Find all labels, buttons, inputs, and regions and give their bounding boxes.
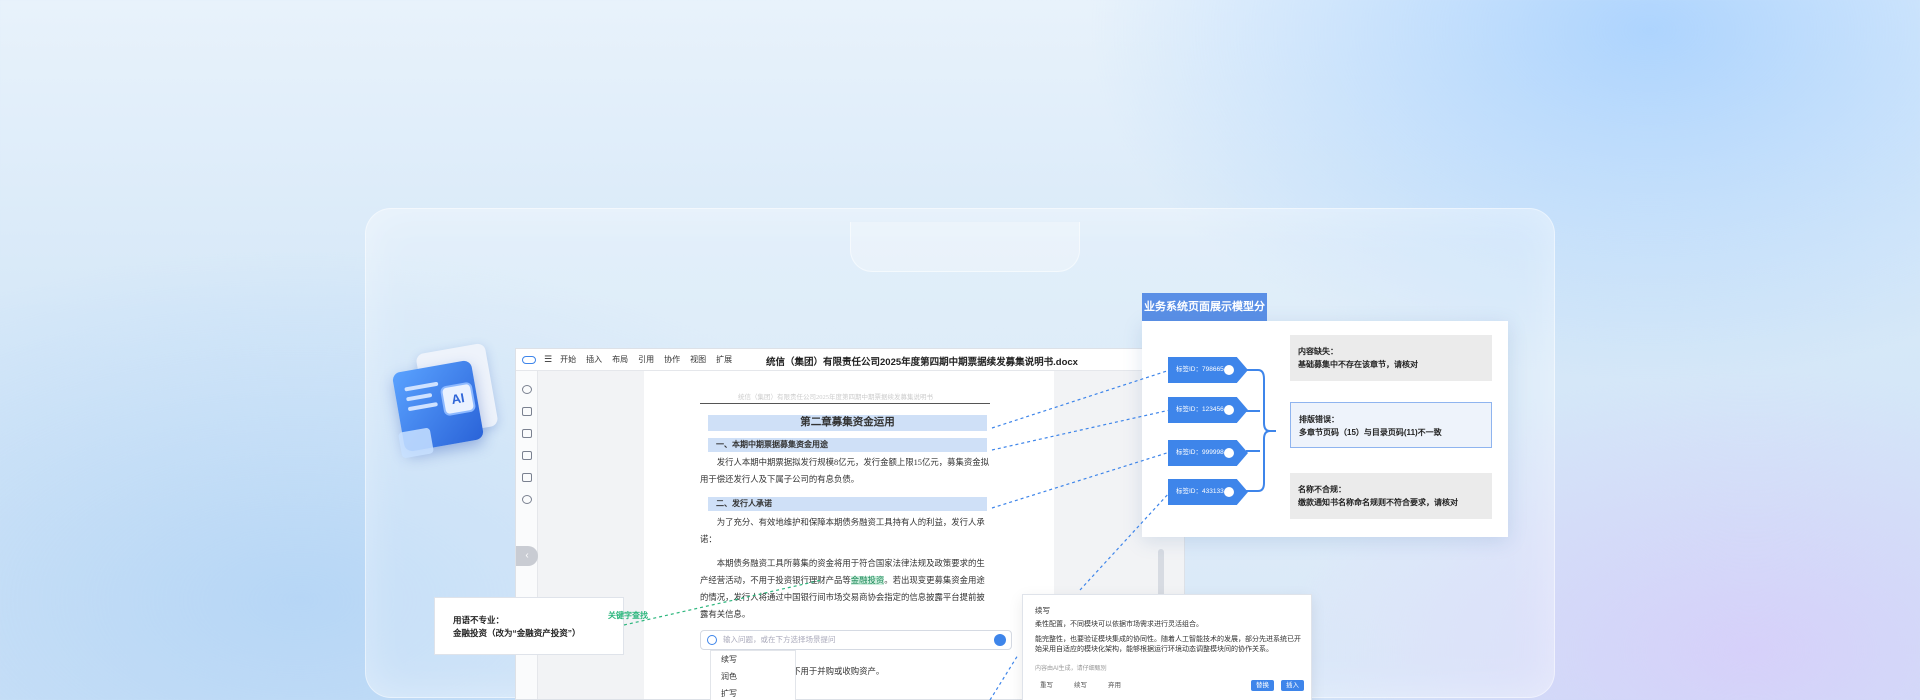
replace-button[interactable]: 替换 bbox=[1251, 680, 1274, 691]
document-title: 统信（集团）有限责任公司2025年度第四期中期票据续发募集说明书.docx bbox=[766, 357, 1078, 368]
connector-card bbox=[1079, 491, 1171, 591]
note-title: 用语不专业： bbox=[453, 615, 505, 625]
paragraph-3: 本期债务融资工具所募集的资金将用于符合国家法律法规及政策要求的生产经营活动，不用… bbox=[700, 559, 985, 619]
analysis-panel: 标签ID：798665 标签ID：123456 标签ID：999998 标签ID… bbox=[1142, 321, 1508, 537]
keyword-highlight[interactable]: 金融投资 bbox=[850, 576, 885, 585]
tag-dot-icon bbox=[1224, 487, 1234, 497]
terminology-note-card: 用语不专业： 金融投资（改为“金融资产投资”） bbox=[434, 597, 624, 655]
ai-ask-placeholder: 输入问题，或在下方选择场景提问 bbox=[723, 635, 836, 644]
menu-icon[interactable]: ☰ bbox=[544, 354, 553, 364]
paragraph-1: 发行人本期中期票据拟发行规模8亿元，发行金额上限15亿元，募集资金拟用于偿还发行… bbox=[700, 458, 989, 484]
tag-3[interactable]: 标签ID：999998 bbox=[1168, 440, 1248, 466]
ai-card-status: 内容由AI生成，请仔细甄别 bbox=[1035, 666, 1107, 672]
menu-item-collab[interactable]: 协作 bbox=[664, 355, 681, 364]
comment-icon[interactable] bbox=[522, 429, 532, 438]
bracket-connector bbox=[1246, 369, 1276, 492]
ai-card-line-2: 能完整性，也要验证模块集成的协同性。随着人工智能技术的发展，部分先进系统已开始采… bbox=[1035, 636, 1301, 653]
editor-toolbar: ☰ 开始 插入 布局 引用 协作 视图 扩展 统信（集团）有限责任公司2025年… bbox=[516, 349, 1184, 371]
ai-ask-input[interactable]: 输入问题，或在下方选择场景提问 bbox=[700, 630, 1012, 650]
menu-item-view[interactable]: 视图 bbox=[690, 355, 707, 364]
ai-card-line-1: 柔性配置，不同模块可以依据市场需求进行灵活组合。 bbox=[1035, 621, 1203, 628]
note-body: 金融投资（改为“金融资产投资”） bbox=[453, 628, 581, 638]
header-rule bbox=[700, 403, 990, 404]
tag-4[interactable]: 标签ID：433133 bbox=[1168, 479, 1248, 505]
tag-1[interactable]: 标签ID：798665 bbox=[1168, 357, 1248, 383]
ai-context-menu: 续写 润色 扩写 bbox=[710, 650, 796, 700]
insert-button[interactable]: 插入 bbox=[1281, 680, 1304, 691]
paragraph-2: 为了充分、有效地维护和保障本期债务融资工具持有人的利益，发行人承诺： bbox=[700, 518, 985, 544]
continue-button[interactable]: 续写 bbox=[1074, 682, 1087, 689]
result-name-noncompliant: 名称不合规：缴款通知书名称命名规则不符合要求，请核对 bbox=[1290, 473, 1492, 519]
ai-card-heading: 续写 bbox=[1035, 606, 1050, 615]
ai-assistant-icon bbox=[707, 635, 717, 645]
collapse-sidebar-button[interactable]: ‹ bbox=[516, 546, 538, 566]
review-icon[interactable] bbox=[522, 473, 532, 482]
connector-section1 bbox=[991, 409, 1171, 451]
send-icon[interactable] bbox=[994, 634, 1006, 646]
edit-icon[interactable] bbox=[522, 451, 532, 460]
menu-option-continue[interactable]: 续写 bbox=[721, 655, 737, 664]
editor-scrollbar[interactable] bbox=[1158, 549, 1164, 609]
chapter-heading: 第二章募集资金运用 bbox=[708, 415, 987, 431]
menu-item-reference[interactable]: 引用 bbox=[638, 355, 655, 364]
analysis-panel-header: 业务系统页面展示模型分析结果 bbox=[1142, 293, 1267, 341]
search-icon[interactable] bbox=[522, 385, 532, 394]
glass-frame-tab bbox=[850, 222, 1080, 272]
page-header-text: 统信（集团）有限责任公司2025年度第四期中期票据续发募集说明书 bbox=[738, 394, 933, 401]
keyword-search-label: 关键字查找 bbox=[608, 611, 648, 620]
tag-2[interactable]: 标签ID：123456 bbox=[1168, 397, 1248, 423]
result-layout-error: 排版错误：多章节页码（15）与目录页码(11)不一致 bbox=[1290, 402, 1492, 448]
outline-icon[interactable] bbox=[522, 407, 532, 416]
discard-button[interactable]: 弃用 bbox=[1108, 682, 1121, 689]
connector-chapter bbox=[991, 369, 1171, 429]
history-icon[interactable] bbox=[522, 495, 532, 504]
result-missing-content: 内容缺失：基础募集中不存在该章节，请核对 bbox=[1290, 335, 1492, 381]
menu-item-layout[interactable]: 布局 bbox=[612, 355, 629, 364]
menu-item-insert[interactable]: 插入 bbox=[586, 355, 603, 364]
ai-continue-card: 续写 柔性配置，不同模块可以依据市场需求进行灵活组合。 能完整性，也要验证模块集… bbox=[1022, 594, 1312, 700]
tag-dot-icon bbox=[1224, 405, 1234, 415]
menu-item-extend[interactable]: 扩展 bbox=[716, 355, 733, 364]
menu-option-polish[interactable]: 润色 bbox=[721, 672, 737, 681]
rewrite-button[interactable]: 重写 bbox=[1040, 682, 1053, 689]
connector-bottom bbox=[989, 654, 1019, 700]
menu-option-expand[interactable]: 扩写 bbox=[721, 689, 737, 698]
section-heading-2: 二、发行人承诺 bbox=[708, 497, 987, 511]
tag-dot-icon bbox=[1224, 448, 1234, 458]
connector-section2 bbox=[991, 451, 1171, 509]
tag-dot-icon bbox=[1224, 365, 1234, 375]
cloud-logo-icon bbox=[522, 355, 536, 364]
connector-keyword bbox=[623, 579, 823, 626]
menu-item-start[interactable]: 开始 bbox=[560, 355, 577, 364]
paragraph-4: 发行人承诺募集资金不用于并购或收购资产。 bbox=[716, 667, 885, 676]
section-heading-1: 一、本期中期票据募集资金用途 bbox=[708, 438, 987, 452]
